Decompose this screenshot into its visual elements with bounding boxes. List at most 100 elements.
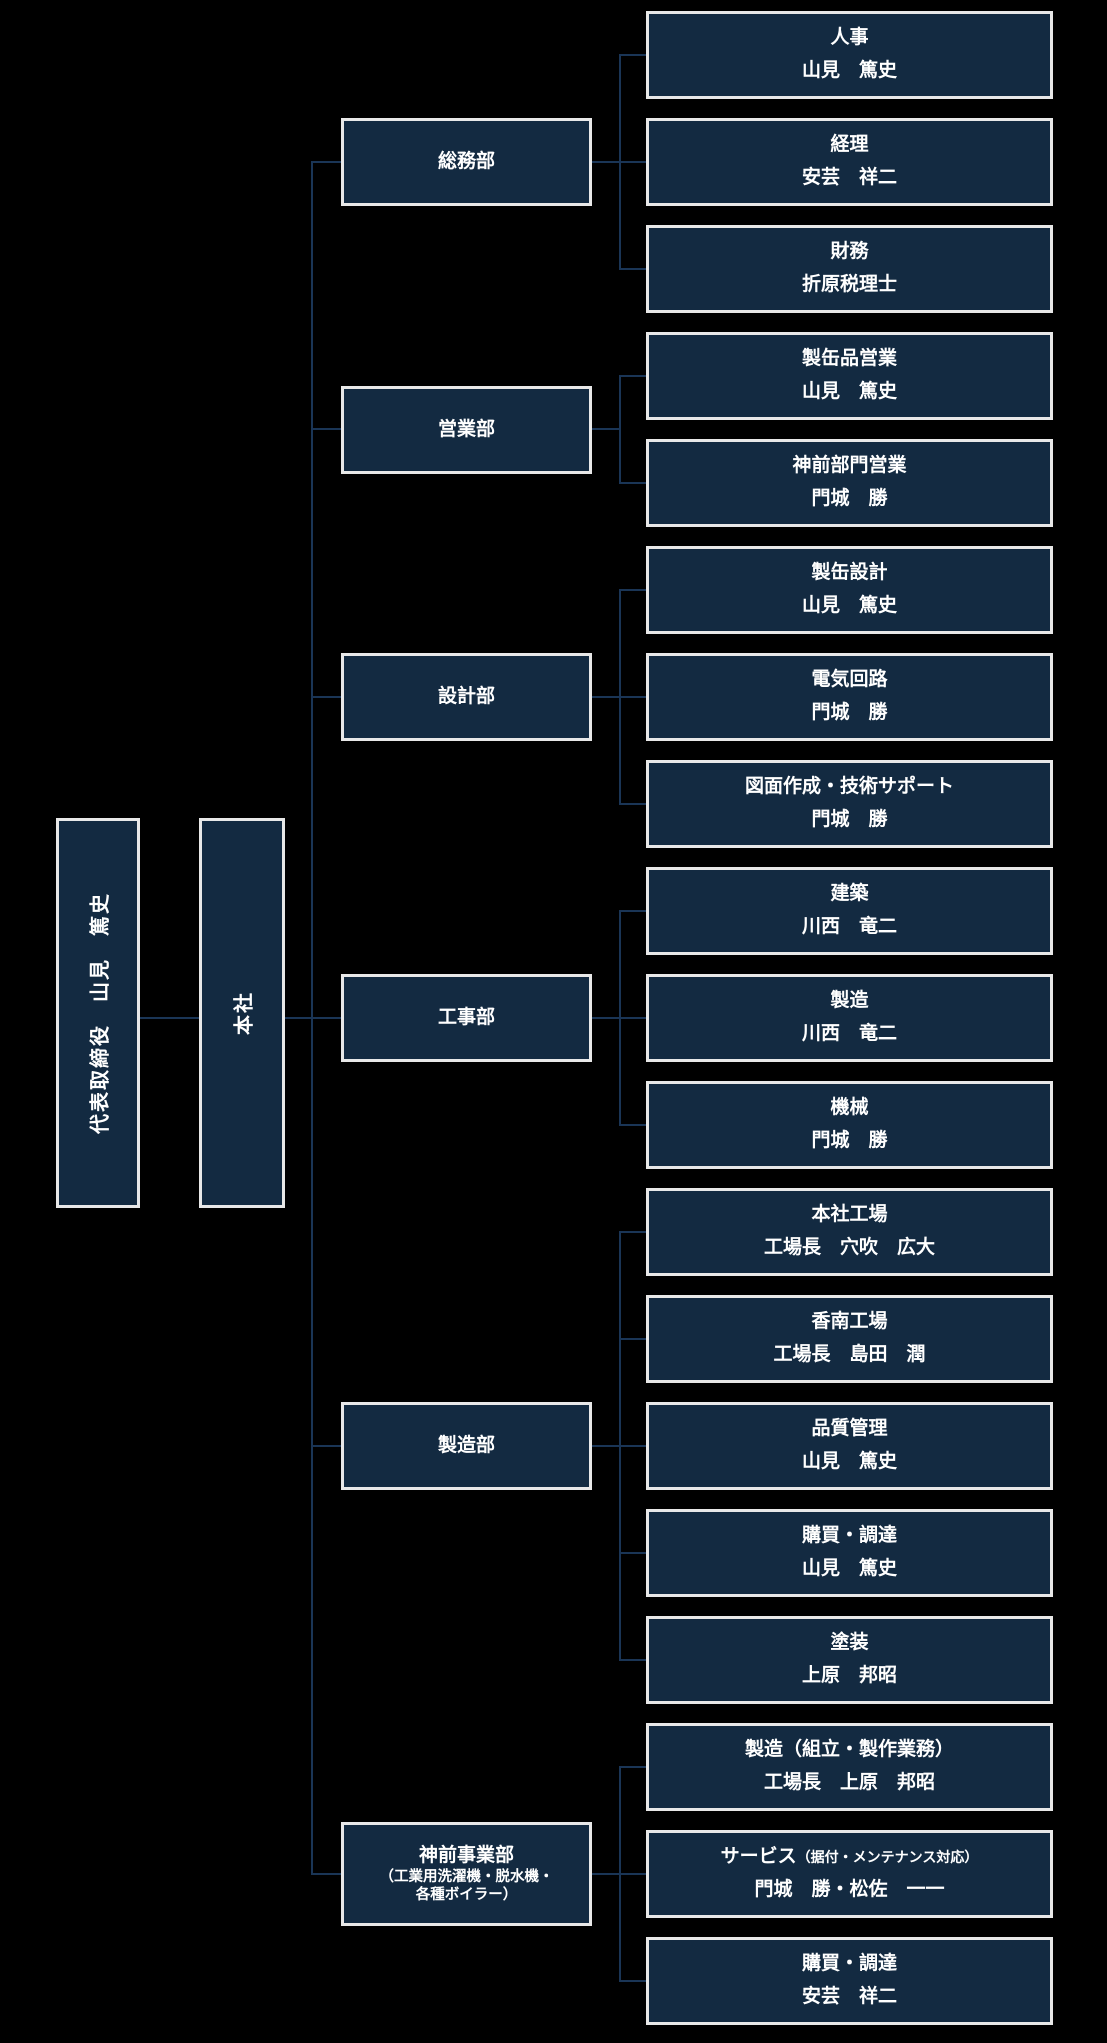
connector-dept-seizou-out [591, 1445, 620, 1447]
unit-title: 製缶品営業 [801, 348, 897, 370]
unit-architecture: 建築 川西 竜二 [646, 867, 1053, 955]
connector-root-to-hq [140, 1017, 199, 1019]
unit-title: 機械 [830, 1097, 869, 1119]
connector-dept-kanzaki-out [591, 1873, 620, 1875]
dept-construction: 工事部 [341, 974, 592, 1062]
connector-dept-sekkei-out [591, 696, 620, 698]
connector-trunk-to-dept-eigyou [311, 428, 341, 430]
unit-person: 川西 竜二 [801, 915, 897, 937]
unit-painting: 塗装 上原 邦昭 [646, 1616, 1053, 1704]
connector-trunk-to-dept-kouji [311, 1017, 341, 1019]
unit-assembly-manufacturing: 製造（組立・製作業務） 工場長 上原 邦昭 [646, 1723, 1053, 1811]
unit-title: 神前部門営業 [792, 455, 907, 477]
unit-person: 山見 篤史 [801, 380, 897, 402]
unit-title: 製缶設計 [811, 562, 888, 584]
connector-trunk-to-dept-kanzaki [311, 1873, 341, 1875]
unit-person: 山見 篤史 [801, 1450, 897, 1472]
unit-service: サービス（据付・メンテナンス対応） 門城 勝・松佐 一一 [646, 1830, 1053, 1918]
connector-unit-stub [619, 1017, 646, 1019]
unit-title: 塗装 [830, 1632, 869, 1654]
representative-director-label: 代表取締役 山見 篤史 [89, 892, 112, 1134]
unit-person: 門城 勝 [811, 1129, 888, 1151]
unit-title: 経理 [830, 134, 869, 156]
connector-unit-stub [619, 1124, 646, 1126]
unit-title: 図面作成・技術サポート [744, 776, 954, 798]
unit-title: 香南工場 [811, 1311, 888, 1333]
unit-manufacturing: 製造 川西 竜二 [646, 974, 1053, 1062]
dept-sub-label: （工業用洗濯機・脱水機・ [379, 1868, 554, 1885]
unit-person: 門城 勝 [811, 701, 888, 723]
connector-subtrunk-eigyou [619, 375, 621, 484]
unit-person: 山見 篤史 [801, 1557, 897, 1579]
unit-title: 購買・調達 [801, 1525, 897, 1547]
connector-unit-stub [619, 696, 646, 698]
node-head-office: 本社 [199, 818, 285, 1208]
unit-title: 建築 [830, 883, 869, 905]
connector-unit-stub [619, 803, 646, 805]
connector-unit-stub [619, 1231, 646, 1233]
dept-manufacturing: 製造部 [341, 1402, 592, 1490]
unit-konan-plant: 香南工場 工場長 島田 潤 [646, 1295, 1053, 1383]
dept-design: 設計部 [341, 653, 592, 741]
dept-label: 工事部 [437, 1007, 495, 1029]
unit-purchasing-kanzaki: 購買・調達 安芸 祥二 [646, 1937, 1053, 2025]
unit-title: 購買・調達 [801, 1953, 897, 1975]
dept-label: 設計部 [437, 686, 495, 708]
unit-person: 山見 篤史 [801, 594, 897, 616]
connector-unit-stub [619, 1766, 646, 1768]
dept-kanzaki-division: 神前事業部 （工業用洗濯機・脱水機・ 各種ボイラー） [341, 1822, 592, 1926]
unit-person: 折原税理士 [801, 273, 897, 295]
unit-person: 工場長 穴吹 広大 [763, 1236, 935, 1258]
dept-sub-label: 各種ボイラー） [415, 1886, 518, 1903]
connector-unit-stub [619, 1659, 646, 1661]
dept-sales: 営業部 [341, 386, 592, 474]
connector-dept-kouji-out [591, 1017, 620, 1019]
unit-quality-control: 品質管理 山見 篤史 [646, 1402, 1053, 1490]
unit-accounting: 経理 安芸 祥二 [646, 118, 1053, 206]
unit-title: 品質管理 [811, 1418, 888, 1440]
unit-person: 門城 勝 [811, 487, 888, 509]
connector-unit-stub [619, 54, 646, 56]
connector-trunk-to-dept-seizou [311, 1445, 341, 1447]
unit-person: 上原 邦昭 [801, 1664, 897, 1686]
connector-unit-stub [619, 910, 646, 912]
unit-kanzaki-sales: 神前部門営業 門城 勝 [646, 439, 1053, 527]
unit-machinery: 機械 門城 勝 [646, 1081, 1053, 1169]
connector-unit-stub [619, 1980, 646, 1982]
connector-unit-stub [619, 1873, 646, 1875]
connector-unit-stub [619, 1552, 646, 1554]
unit-title-suffix: （据付・メンテナンス対応） [796, 1849, 979, 1866]
unit-can-product-sales: 製缶品営業 山見 篤史 [646, 332, 1053, 420]
connector-unit-stub [619, 482, 646, 484]
connector-unit-stub [619, 268, 646, 270]
unit-title: サービス（据付・メンテナンス対応） [720, 1846, 979, 1868]
dept-general-affairs: 総務部 [341, 118, 592, 206]
unit-person: 山見 篤史 [801, 59, 897, 81]
dept-label: 営業部 [437, 419, 495, 441]
unit-finance: 財務 折原税理士 [646, 225, 1053, 313]
unit-drawing-tech-support: 図面作成・技術サポート 門城 勝 [646, 760, 1053, 848]
unit-head-office-plant: 本社工場 工場長 穴吹 広大 [646, 1188, 1053, 1276]
unit-person: 門城 勝 [811, 808, 888, 830]
connector-unit-stub [619, 1338, 646, 1340]
connector-dept-eigyou-out [591, 428, 620, 430]
unit-person: 工場長 上原 邦昭 [763, 1771, 935, 1793]
connector-unit-stub [619, 375, 646, 377]
unit-title: 人事 [830, 27, 869, 49]
connector-unit-stub [619, 1445, 646, 1447]
unit-person: 川西 竜二 [801, 1022, 897, 1044]
unit-person: 門城 勝・松佐 一一 [754, 1878, 945, 1900]
connector-hq-to-trunk [285, 1017, 312, 1019]
dept-label: 製造部 [437, 1435, 495, 1457]
unit-hr: 人事 山見 篤史 [646, 11, 1053, 99]
unit-title: 財務 [830, 241, 869, 263]
connector-trunk-to-dept-soumu [311, 161, 341, 163]
unit-purchasing: 購買・調達 山見 篤史 [646, 1509, 1053, 1597]
dept-label: 神前事業部 [418, 1845, 514, 1866]
connector-unit-stub [619, 161, 646, 163]
connector-unit-stub [619, 589, 646, 591]
unit-title: 製造（組立・製作業務） [744, 1739, 954, 1761]
unit-can-design: 製缶設計 山見 篤史 [646, 546, 1053, 634]
unit-person: 安芸 祥二 [801, 1985, 897, 2007]
